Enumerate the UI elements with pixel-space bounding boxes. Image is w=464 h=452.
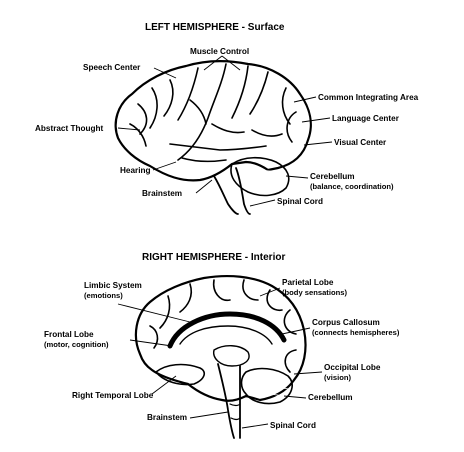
label-cerebellum-left: Cerebellum [310, 172, 355, 181]
left-cerebellum-illustration [230, 156, 290, 197]
right-hemisphere-title: RIGHT HEMISPHERE - Interior [142, 252, 285, 263]
label-muscle-control: Muscle Control [190, 47, 249, 56]
label-common-integrating-area: Common Integrating Area [318, 93, 419, 102]
right-corpus-callosum-illustration [167, 311, 287, 349]
label-parietal-lobe: Parietal Lobe [282, 278, 334, 287]
left-hemisphere-title: LEFT HEMISPHERE - Surface [145, 22, 285, 33]
label-frontal-lobe: Frontal Lobe [44, 330, 94, 339]
label-brainstem-left: Brainstem [142, 189, 182, 198]
right-temporal-lobe-illustration [155, 363, 206, 386]
left-brainstem-illustration [213, 167, 251, 215]
label-corpus-callosum: Corpus Callosum [312, 318, 380, 327]
label-speech-center: Speech Center [83, 63, 141, 72]
left-cerebellum-hatching [235, 167, 285, 191]
label-visual-center: Visual Center [334, 138, 387, 147]
label-parietal-lobe-note: (body sensations) [282, 288, 347, 297]
right-cerebrum-folds [149, 279, 297, 373]
right-brainstem-illustration [217, 363, 241, 439]
right-cerebrum-illustration [134, 274, 307, 402]
label-spinal-cord-left: Spinal Cord [277, 197, 323, 206]
label-brainstem-right: Brainstem [147, 413, 187, 422]
label-limbic-system: Limbic System [84, 281, 142, 290]
label-cerebellum-right: Cerebellum [308, 393, 353, 402]
label-right-temporal-lobe: Right Temporal Lobe [72, 391, 154, 400]
label-abstract-thought: Abstract Thought [35, 124, 103, 133]
left-cerebrum-folds [129, 63, 297, 163]
left-cerebrum-illustration [114, 60, 312, 182]
right-hemisphere-leaders [117, 287, 323, 429]
right-thalamus-illustration [213, 345, 250, 367]
label-spinal-cord-right: Spinal Cord [270, 421, 316, 430]
left-hemisphere-labels: Muscle Control Speech Center Common Inte… [35, 47, 419, 206]
right-cerebellum-illustration [240, 367, 293, 405]
right-spinal-cord-illustration [229, 403, 241, 421]
label-occipital-lobe: Occipital Lobe [324, 363, 381, 372]
left-hemisphere-leaders [117, 55, 333, 207]
left-hemisphere-figure: LEFT HEMISPHERE - Surface [114, 22, 312, 215]
right-cerebellum-hatching [247, 377, 291, 397]
label-hearing: Hearing [120, 166, 150, 175]
right-hemisphere-labels: Limbic System (emotions) Parietal Lobe (… [44, 278, 400, 430]
right-limbic-arch [179, 325, 273, 345]
label-corpus-callosum-note: (connects hemispheres) [312, 328, 400, 337]
label-limbic-system-note: (emotions) [84, 291, 123, 300]
label-frontal-lobe-note: (motor, cognition) [44, 340, 109, 349]
label-cerebellum-note: (balance, coordination) [310, 182, 394, 191]
label-language-center: Language Center [332, 114, 400, 123]
label-occipital-lobe-note: (vision) [324, 373, 351, 382]
right-hemisphere-figure: RIGHT HEMISPHERE - Interior [134, 252, 307, 439]
